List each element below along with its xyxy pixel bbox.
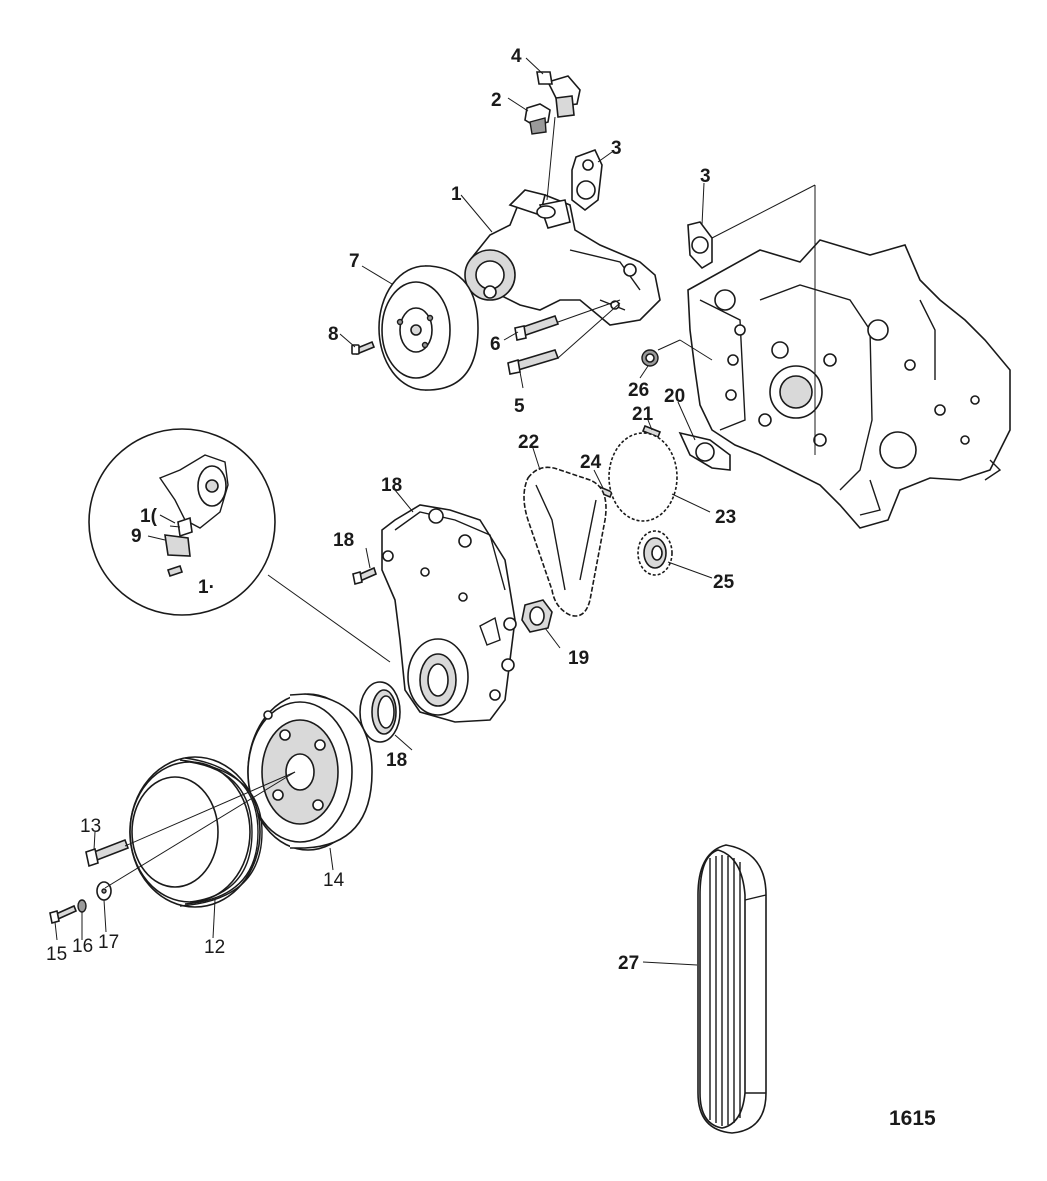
callout-15: 15 xyxy=(46,944,67,965)
callout-25: 25 xyxy=(713,572,735,593)
callout-7: 7 xyxy=(349,251,360,272)
callout-19: 19 xyxy=(568,648,589,669)
elbow-fitting xyxy=(536,71,581,118)
callout-10: 1( xyxy=(140,506,158,527)
flat-washer xyxy=(96,881,112,901)
callout-16: 16 xyxy=(72,936,93,957)
crank-bolt xyxy=(85,838,130,868)
callout-5: 5 xyxy=(514,396,525,417)
callout-27: 27 xyxy=(618,953,639,974)
water-pump-stud xyxy=(507,349,560,375)
callout-13: 13 xyxy=(80,816,101,837)
serpentine-belt xyxy=(697,844,767,1134)
callout-1: 1 xyxy=(451,184,462,205)
water-pump-bolt-long xyxy=(514,314,560,341)
callout-22: 22 xyxy=(518,432,539,453)
callout-3-lower: 3 xyxy=(700,166,711,187)
callout-18-bolt: 18 xyxy=(333,530,354,551)
water-pump-pulley xyxy=(378,265,479,391)
callout-18-seal: 18 xyxy=(386,750,407,771)
pulley-bolt xyxy=(351,340,376,356)
callout-11: 1· xyxy=(198,577,215,598)
callout-3-upper: 3 xyxy=(611,138,622,159)
cam-sensor-nut xyxy=(641,349,659,367)
callout-20: 20 xyxy=(664,386,685,407)
crank-pulley xyxy=(129,756,263,908)
timing-cover xyxy=(381,504,517,723)
callout-17: 17 xyxy=(98,932,119,953)
crank-nut xyxy=(521,599,553,633)
timing-gasket xyxy=(678,431,731,471)
sprocket-bolt-21 xyxy=(641,424,662,439)
lock-washer xyxy=(77,899,87,913)
water-pump-gasket-lower xyxy=(687,221,713,270)
callout-6: 6 xyxy=(490,334,501,355)
leader-lines xyxy=(54,57,816,966)
water-pump xyxy=(464,189,661,326)
drawing-number: 1615 xyxy=(889,1107,936,1130)
timing-chain xyxy=(523,466,607,617)
harmonic-balancer xyxy=(247,693,373,851)
callout-4: 4 xyxy=(511,46,522,67)
front-crank-seal xyxy=(359,681,401,743)
engine-block xyxy=(687,185,1011,529)
crank-sprocket xyxy=(637,530,673,576)
timing-cover-bolt xyxy=(352,566,377,586)
callout-24: 24 xyxy=(580,452,602,473)
callout-21: 21 xyxy=(632,404,654,425)
callout-labels: 4 2 3 3 1 7 8 6 5 26 20 21 22 24 23 25 1… xyxy=(46,46,936,1130)
callout-12: 12 xyxy=(204,937,225,958)
pulley-bolt-small xyxy=(49,904,78,925)
pipe-plug xyxy=(524,103,551,135)
callout-18-cover: 18 xyxy=(381,475,402,496)
callout-23: 23 xyxy=(715,507,736,528)
callout-9: 9 xyxy=(131,526,142,547)
callout-26: 26 xyxy=(628,380,649,401)
water-pump-gasket-upper xyxy=(571,148,603,212)
callout-2: 2 xyxy=(491,90,502,111)
callout-14: 14 xyxy=(323,870,345,891)
callout-8: 8 xyxy=(328,324,339,345)
cam-sprocket xyxy=(608,432,678,522)
cam-sensor-inset xyxy=(88,428,276,616)
